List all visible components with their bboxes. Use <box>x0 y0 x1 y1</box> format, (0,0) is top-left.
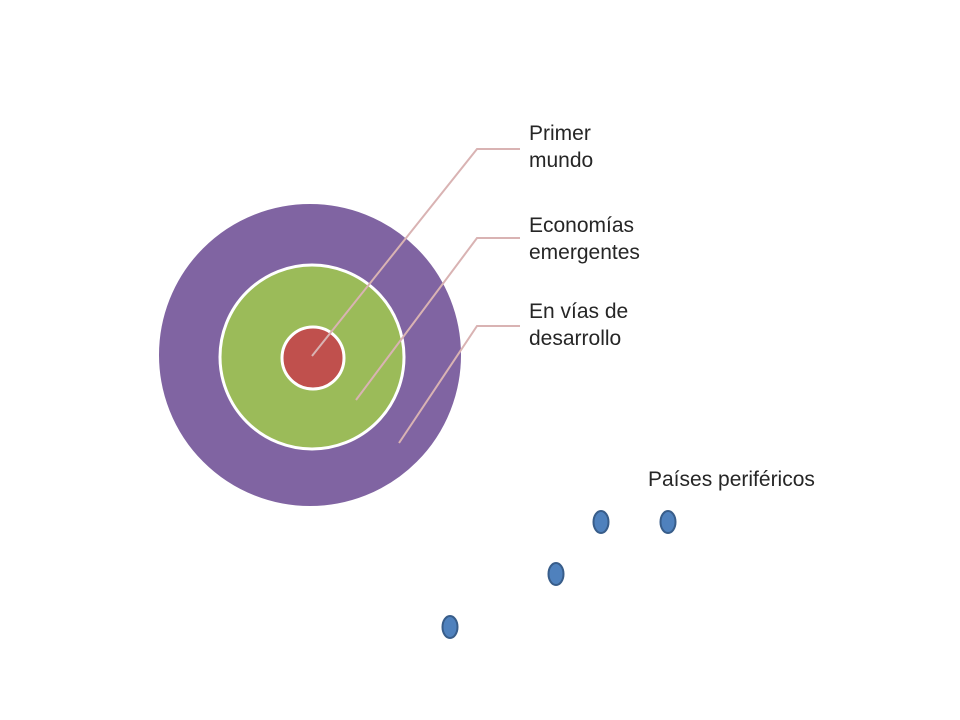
leader-line-first-world <box>311 148 520 357</box>
label-peripheral-countries: Países periféricos <box>648 468 815 491</box>
leader-line-emerging <box>355 237 520 401</box>
periphery-dot <box>441 615 459 639</box>
label-developing: En vías de desarrollo <box>529 300 629 350</box>
label-emerging-economies: Economías emergentes <box>529 214 640 264</box>
label-first-world: Primer mundo <box>529 122 594 172</box>
leader-line-developing <box>398 325 520 444</box>
periphery-dot <box>547 562 565 586</box>
core-ring-first-world <box>280 325 346 391</box>
periphery-dot <box>592 510 610 534</box>
periphery-dot <box>659 510 677 534</box>
